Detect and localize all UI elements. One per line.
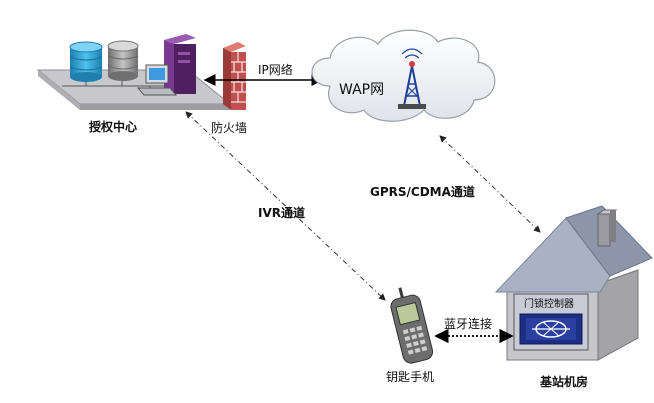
bluetooth-link: 蓝牙连接: [434, 316, 514, 344]
ip-link: IP网络: [203, 62, 324, 86]
ip-link-label: IP网络: [258, 62, 293, 77]
base-station-node: 门锁控制器 基站机房: [494, 205, 653, 389]
gprs-link: GPRS/CDMA通道: [370, 135, 541, 233]
ivr-link-label: IVR通道: [258, 205, 305, 220]
auth-center-label: 授权中心: [89, 119, 137, 134]
key-phone-node: 钥匙手机: [386, 287, 434, 384]
auth-center-node: 授权中心: [36, 34, 232, 134]
controller-device-icon: [519, 313, 583, 345]
wap-cloud-label: WAP网: [339, 82, 384, 98]
antenna-tower-icon: [398, 48, 426, 109]
server-icon: [164, 34, 196, 94]
ivr-link: IVR通道: [185, 111, 386, 301]
database-icon: [107, 40, 139, 81]
firewall-node: 防火墙: [211, 42, 247, 135]
wap-cloud-node: WAP网: [311, 29, 496, 122]
door-controller-label: 门锁控制器: [524, 297, 574, 310]
firewall-icon: [223, 42, 246, 110]
key-phone-label: 钥匙手机: [386, 370, 434, 384]
gprs-link-label: GPRS/CDMA通道: [370, 184, 475, 199]
door-controller-node: 门锁控制器: [513, 293, 589, 351]
computer-icon: [136, 64, 178, 96]
firewall-label: 防火墙: [211, 120, 247, 135]
database-icon: [69, 41, 103, 82]
bluetooth-link-label: 蓝牙连接: [444, 316, 492, 331]
mobile-phone-icon: [390, 287, 434, 364]
base-station-label: 基站机房: [539, 374, 588, 389]
